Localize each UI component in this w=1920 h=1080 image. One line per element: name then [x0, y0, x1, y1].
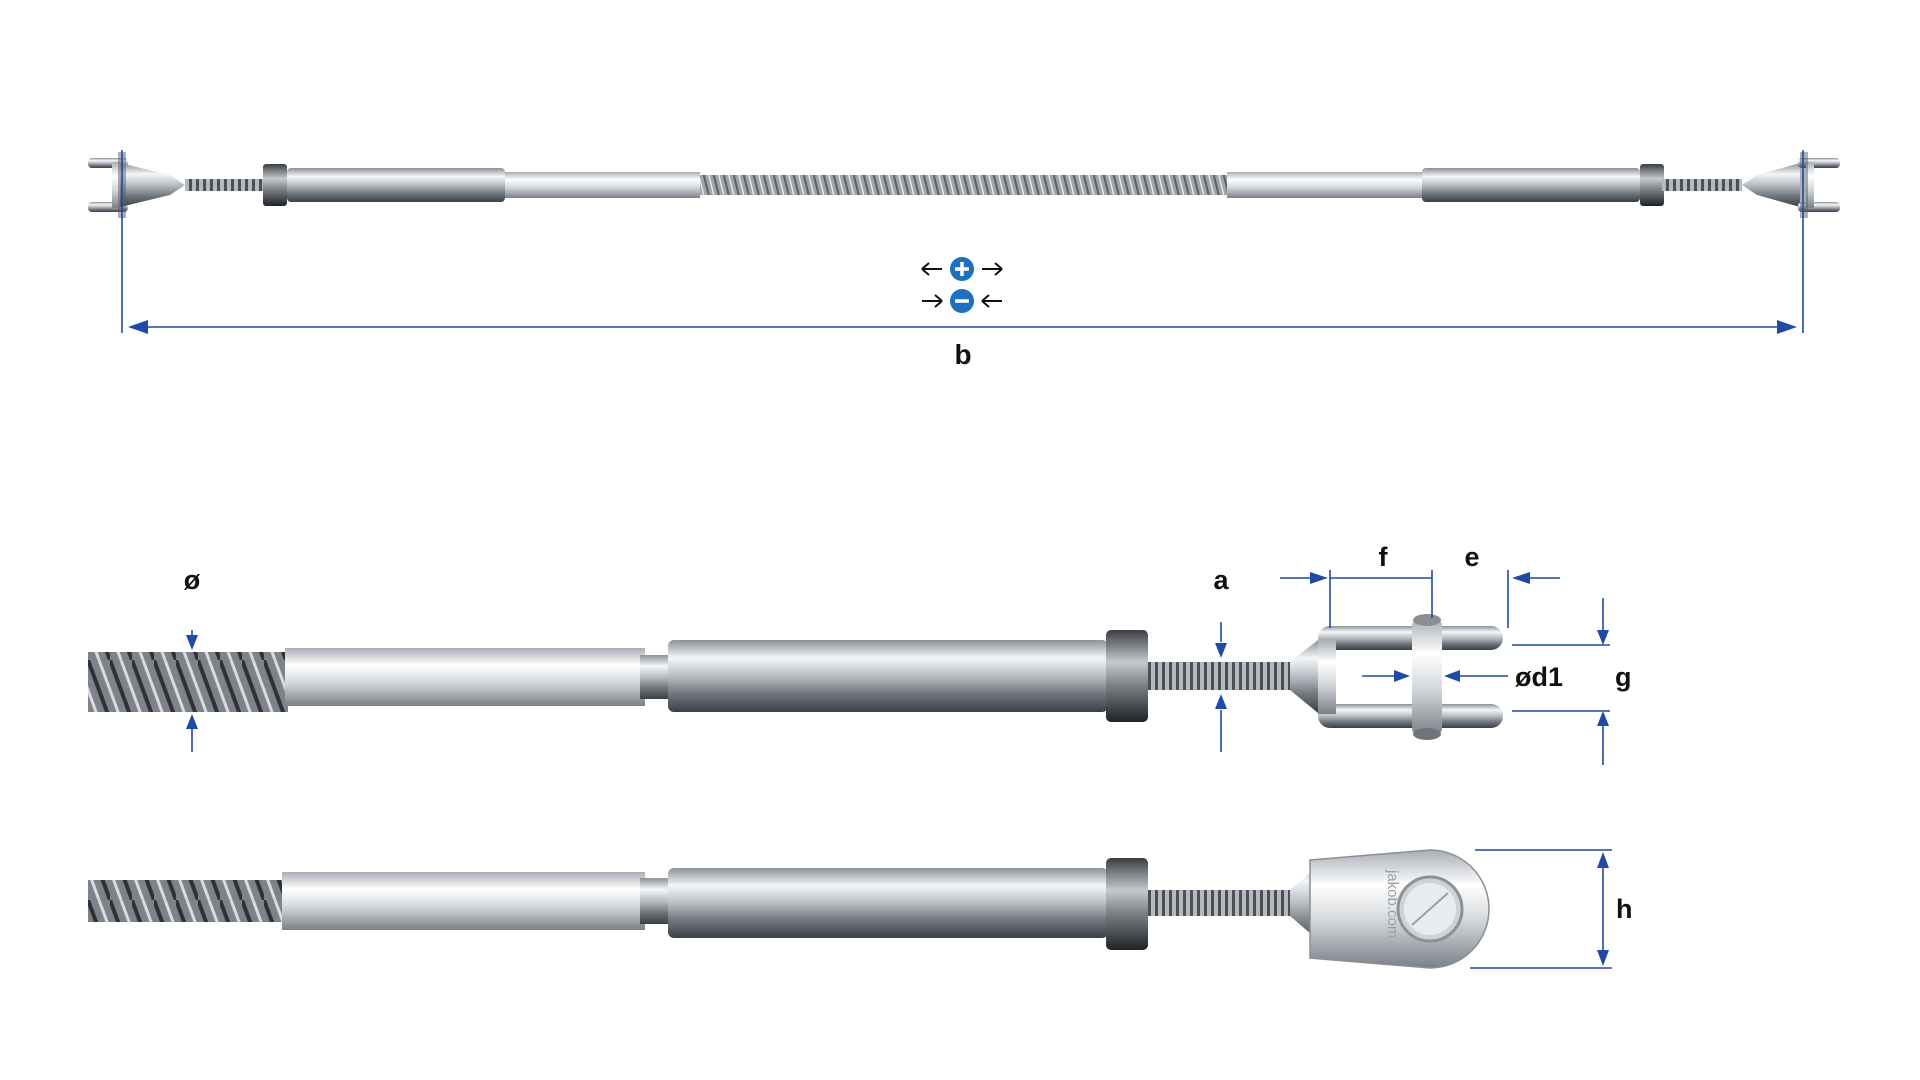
right-nut [1640, 164, 1664, 206]
label-a: a [1213, 565, 1229, 595]
right-sleeve [1227, 172, 1422, 198]
turnbuckle-body [668, 640, 1108, 712]
cable [700, 175, 1227, 195]
left-fork [88, 152, 185, 218]
left-thread [185, 179, 265, 191]
clevis-pin [1412, 618, 1442, 736]
length-adjust-indicator [921, 257, 1003, 313]
plus-circle-icon [950, 257, 974, 281]
label-g: g [1615, 662, 1632, 692]
swage-sleeve-2 [282, 872, 645, 930]
label-diameter: ø [184, 565, 201, 595]
turnbuckle-body-2 [668, 868, 1108, 938]
watermark: jakob.com [1384, 869, 1401, 938]
lock-nut [1106, 630, 1148, 722]
dimension-f-e [1280, 570, 1560, 628]
dimension-d1 [1362, 670, 1508, 682]
fork-detail-view [88, 614, 1503, 740]
label-e: e [1464, 542, 1479, 572]
lock-nut-2 [1106, 858, 1148, 950]
left-nut [263, 164, 287, 206]
swage-sleeve [285, 648, 645, 706]
label-f: f [1379, 542, 1389, 572]
minus-circle-icon [950, 289, 974, 313]
cable-detail-2 [88, 880, 288, 922]
cable-detail [88, 652, 288, 712]
dimension-h [1470, 849, 1612, 969]
dimension-a [1215, 622, 1227, 752]
label-d1: ød1 [1515, 662, 1563, 692]
dimension-g [1512, 598, 1610, 765]
left-body [287, 168, 505, 202]
shorten-arrows [922, 289, 1002, 313]
right-thread [1662, 179, 1742, 191]
threaded-stud-2 [1148, 890, 1296, 916]
eye-head [1290, 849, 1490, 969]
right-body [1422, 168, 1640, 202]
extend-arrows [921, 257, 1003, 281]
eye-detail-view: jakob.com [88, 849, 1490, 969]
label-b: b [954, 339, 971, 370]
left-sleeve [505, 172, 700, 198]
label-h: h [1616, 894, 1633, 924]
dimension-b [121, 150, 1804, 334]
fork-head [1290, 614, 1503, 740]
right-fork [1742, 152, 1840, 218]
full-assembly [88, 152, 1840, 218]
dimension-diameter [186, 630, 198, 752]
threaded-stud [1148, 662, 1296, 690]
